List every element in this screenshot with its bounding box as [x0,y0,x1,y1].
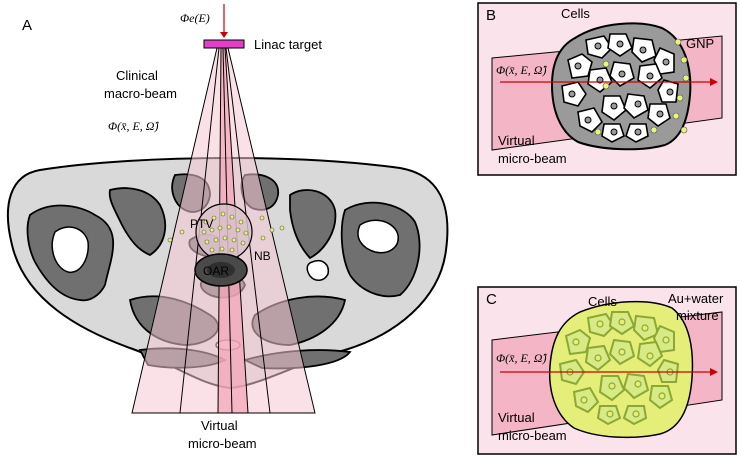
ptv-label: PTV [190,217,213,231]
panel-c-cells-label: Cells [588,294,617,309]
nb-label: NB [254,249,271,263]
phase-space-label-a: Φ(x̄, E, Ω̂) [108,119,159,133]
panel-c-phase-space: Φ(x̄, E, Ω̂) [496,351,547,365]
source-arrow-head [220,32,228,38]
linac-target-label: Linac target [254,37,322,52]
panel-b-arrow-head [710,78,718,86]
panel-c-micro-beam-line2: micro-beam [498,428,567,443]
linac-target [203,39,245,49]
fluence-source-label: Φe(E) [180,11,210,25]
panel-b: B Cells GNP Φ(x̄, E, Ω̂) Virtual micro-b… [477,2,737,176]
bone-cavities [51,219,399,351]
panel-b-nuclei [568,40,674,136]
panel-b-gnp-label: GNP [686,36,714,51]
panel-c-micro-beam-line1: Virtual [498,410,535,425]
panel-b-phase-space: Φ(x̄, E, Ω̂) [496,63,547,77]
panel-b-micro-beam-line1: Virtual [498,133,535,148]
panel-a: A [6,4,449,451]
micro-beam-label-line2: micro-beam [188,436,257,451]
panel-c-letter: C [486,291,497,308]
panel-c-arrow-head [710,368,718,376]
macro-beam-label-line1: Clinical [116,68,158,83]
panel-c-mixture-line2: mixture [676,308,719,323]
panel-a-letter: A [22,17,32,34]
oar-label: OAR [203,264,229,278]
panel-b-gnp-dots [594,38,690,136]
panel-c-mixture-line1: Au+water [668,291,724,306]
oar-inner [207,262,235,278]
panel-b-letter: B [486,7,496,24]
micro-beam-label-line1: Virtual [201,418,238,433]
panel-b-cells-label: Cells [561,6,590,21]
macro-beam-label-line2: macro-beam [104,86,177,101]
ptv-gnp-dots [167,211,285,253]
panel-c: C Cells Au+water mixture Φ(x̄, E, Ω̂) Vi… [477,286,737,455]
panel-b-micro-beam-line2: micro-beam [498,151,567,166]
